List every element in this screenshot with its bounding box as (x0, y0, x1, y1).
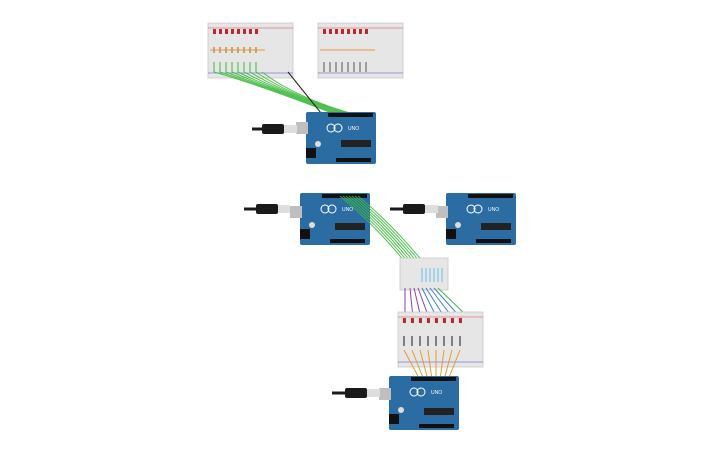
breadboard[interactable] (399, 257, 449, 291)
power-jack (306, 148, 316, 158)
led-row (323, 29, 368, 34)
board-model: UNO (348, 126, 359, 132)
usb-cable[interactable] (332, 388, 380, 398)
usb-port (296, 122, 308, 134)
usb-cable[interactable] (244, 204, 290, 214)
arduino-board[interactable]: UNO (296, 112, 376, 164)
board-model: UNO (342, 207, 353, 213)
arduino-board[interactable]: UNO (436, 193, 516, 245)
wire[interactable] (287, 71, 326, 119)
led-row (403, 318, 462, 323)
board-model: UNO (431, 390, 442, 396)
wire-bundle[interactable] (403, 349, 461, 381)
board-model: UNO (488, 207, 499, 213)
wire-bundle[interactable] (339, 195, 424, 263)
breadboard[interactable] (397, 311, 484, 368)
chip (341, 140, 371, 147)
breadboard[interactable] (207, 22, 294, 79)
led-row (213, 29, 258, 34)
arduino-board[interactable]: UNO (290, 193, 370, 245)
usb-cable[interactable] (252, 124, 297, 134)
arduino-board[interactable]: UNO (379, 376, 459, 430)
breadboard[interactable] (317, 22, 404, 79)
usb-cable[interactable] (390, 204, 438, 214)
wire-bundle[interactable] (213, 71, 370, 119)
